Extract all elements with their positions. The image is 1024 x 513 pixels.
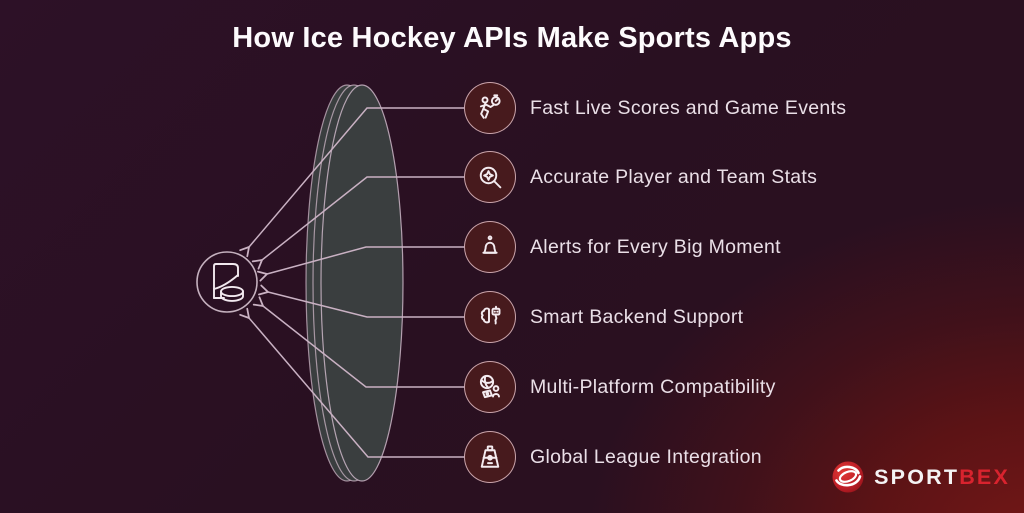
- sportbex-logo: SPORTBEX: [830, 459, 1010, 495]
- globe-devices-icon: [464, 361, 516, 413]
- connector-1: [239, 107, 464, 258]
- feature-row-backend: Smart Backend Support: [464, 291, 743, 343]
- feature-label: Global League Integration: [530, 445, 762, 468]
- brain-chip-icon: [464, 291, 516, 343]
- logo-wordmark: SPORTBEX: [874, 465, 1010, 490]
- lens-disc: [305, 84, 404, 482]
- feature-row-player-stats: Accurate Player and Team Stats: [464, 151, 817, 203]
- connector-4: [258, 284, 464, 318]
- runner-stopwatch-icon: [464, 82, 516, 134]
- stadium-icon: [464, 431, 516, 483]
- search-star-icon: [464, 151, 516, 203]
- logo-text-bex: BEX: [959, 464, 1010, 489]
- connector-arrows: [239, 107, 464, 458]
- connector-3: [257, 246, 464, 282]
- connector-2: [251, 176, 464, 270]
- feature-row-alerts: Alerts for Every Big Moment: [464, 221, 781, 273]
- feature-label: Accurate Player and Team Stats: [530, 165, 818, 188]
- feature-label: Fast Live Scores and Game Events: [530, 96, 847, 119]
- connector-5: [252, 296, 464, 388]
- page-title: How Ice Hockey APIs Make Sports Apps: [232, 22, 792, 54]
- feature-row-live-scores: Fast Live Scores and Game Events: [464, 82, 846, 134]
- sportbex-globe-icon: [832, 461, 864, 493]
- logo-text-sport: SPORT: [874, 464, 960, 489]
- feature-row-multi-platform: Multi-Platform Compatibility: [464, 361, 776, 413]
- connector-6: [239, 307, 464, 458]
- hockey-goal-puck-icon: [196, 251, 258, 313]
- feature-label: Multi-Platform Compatibility: [530, 375, 776, 398]
- feature-label: Smart Backend Support: [530, 305, 744, 328]
- feature-row-league: Global League Integration: [464, 431, 762, 483]
- feature-label: Alerts for Every Big Moment: [530, 235, 781, 258]
- bell-icon: [464, 221, 516, 273]
